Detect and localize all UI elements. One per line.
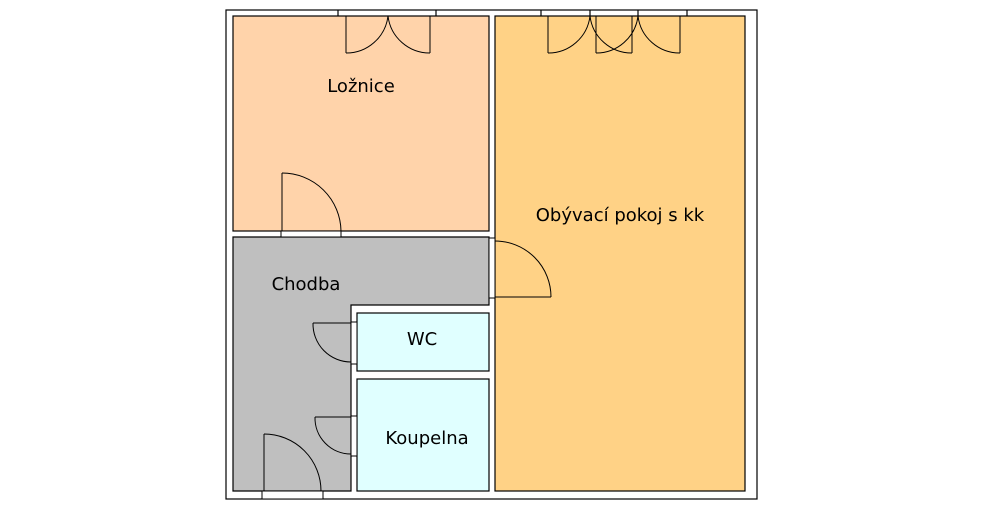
door-loznice[interactable]	[280, 172, 342, 238]
label-koupelna: Koupelna	[385, 428, 468, 449]
door-entrance[interactable]	[261, 433, 324, 500]
door-koupelna[interactable]	[314, 415, 358, 457]
room-koupelna[interactable]	[356, 378, 490, 492]
label-loznice: Ložnice	[327, 76, 395, 97]
label-chodba: Chodba	[272, 274, 341, 295]
doors	[261, 15, 681, 500]
door-obyvaci-window-2	[595, 15, 681, 54]
door-loznice-window	[345, 15, 431, 54]
door-obyvaci[interactable]	[488, 237, 552, 299]
room-obyvaci-pokoj[interactable]	[494, 15, 746, 492]
room-wc[interactable]	[356, 312, 490, 372]
door-wc[interactable]	[312, 321, 358, 365]
windows	[337, 10, 688, 16]
room-chodba[interactable]	[232, 236, 490, 492]
door-obyvaci-window-1	[547, 15, 633, 54]
room-loznice[interactable]	[232, 15, 490, 232]
label-wc: WC	[407, 329, 437, 350]
label-obyvaci-pokoj: Obývací pokoj s kk	[536, 205, 705, 226]
